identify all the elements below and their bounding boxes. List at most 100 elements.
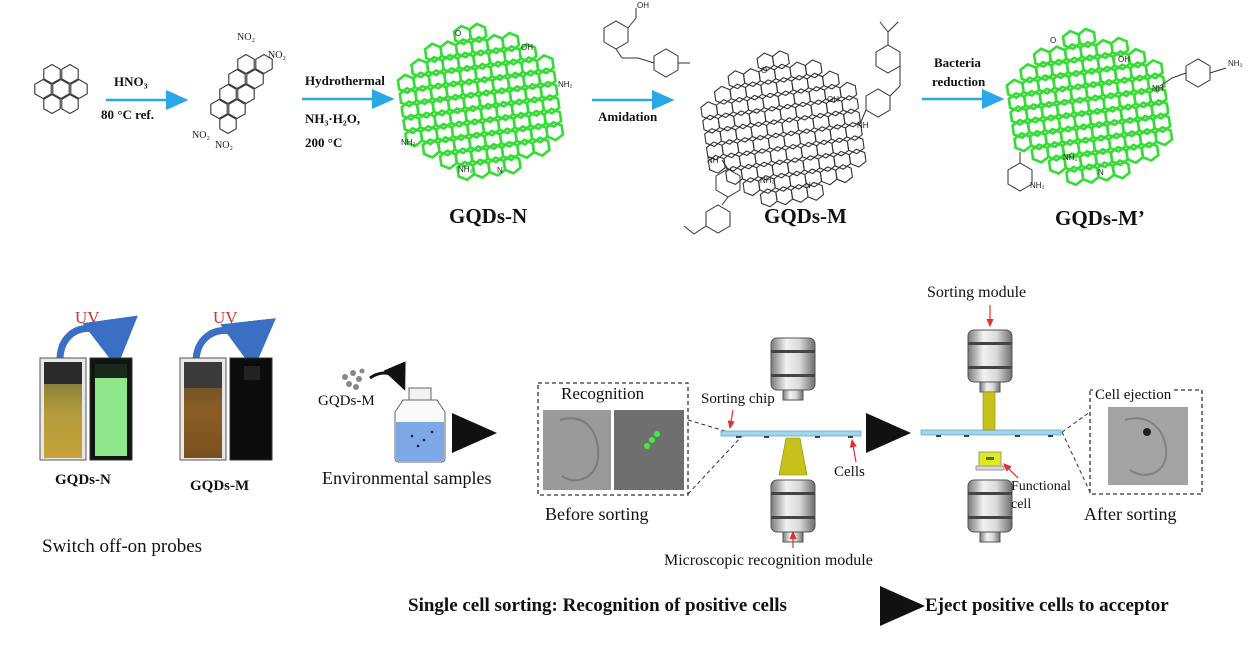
cell-outline xyxy=(1124,417,1168,476)
product-label: GQDs-N xyxy=(449,204,528,228)
ejection-image xyxy=(1108,407,1188,485)
objective-lens xyxy=(770,337,816,401)
objective-part xyxy=(979,381,1001,393)
brightfield-image xyxy=(543,410,611,490)
aromatic-ring xyxy=(43,63,61,85)
objective-part xyxy=(782,389,804,401)
cuvette-label: GQDs-M xyxy=(190,478,250,494)
hexagon-ring xyxy=(844,121,863,141)
zoom-line xyxy=(687,419,743,437)
sample-bottle xyxy=(394,387,446,463)
cuvette-gqds-m-uv xyxy=(229,357,273,461)
sorting-module-label: Sorting module xyxy=(927,284,1027,301)
nitro-label: NO₂ xyxy=(268,50,286,61)
gqds-m-structure xyxy=(700,50,867,208)
uv-label: UV xyxy=(213,308,238,327)
condition-method: Bacteria xyxy=(934,55,981,70)
aromatic-ring xyxy=(228,98,246,120)
illumination-beam xyxy=(778,437,808,476)
aromatic-ring xyxy=(237,83,255,105)
gqds-m-prime-structure xyxy=(1005,27,1174,187)
probes-caption: Switch off-on probes xyxy=(42,536,203,557)
objective-part xyxy=(771,350,815,353)
condition-temperature: 80 °C ref. xyxy=(101,107,154,122)
pointer xyxy=(727,409,735,430)
svg-text:N: N xyxy=(497,166,503,175)
chip-cells xyxy=(736,436,853,438)
hexagon-ring xyxy=(839,81,858,101)
dosing-arrow xyxy=(369,361,406,391)
fluorescent-cells xyxy=(644,431,660,449)
hexagon-ring xyxy=(1140,141,1160,163)
hexagon-ring xyxy=(771,50,790,70)
cells-label: Cells xyxy=(834,464,865,480)
dye-reagent xyxy=(603,8,690,78)
aromatic-ring xyxy=(255,53,273,75)
aromatic-ring xyxy=(210,98,228,120)
condition-reagent: NH₃·H₂O, xyxy=(305,111,361,126)
svg-text:O: O xyxy=(761,66,767,75)
hexagon-ring xyxy=(502,153,522,175)
hexagon-ring xyxy=(1151,112,1172,134)
hexagon-ring xyxy=(537,67,557,89)
pointer xyxy=(849,438,857,463)
uv-label: UV xyxy=(75,308,100,327)
objective-part xyxy=(968,516,1012,519)
before-sorting-label: Before sorting xyxy=(545,504,649,524)
functional-cell-label: Functional cell xyxy=(1011,479,1071,512)
svg-text:OH: OH xyxy=(637,1,649,10)
uv-arrow-m xyxy=(192,318,276,370)
condition-method: Amidation xyxy=(598,109,658,124)
gqds-particles xyxy=(342,368,365,390)
hexagon-ring xyxy=(531,136,551,158)
hexagon-ring xyxy=(843,108,861,128)
svg-text:NH₂: NH₂ xyxy=(401,138,416,147)
hexagon-ring xyxy=(1127,47,1147,69)
objective-part xyxy=(771,374,815,377)
sorting-chip xyxy=(720,430,862,437)
cuvette-gqds-n-uv xyxy=(89,357,133,461)
hexagon-ring xyxy=(804,59,823,79)
nitro-labels: NO₂ NO₂ NO₂ NO₂ xyxy=(192,32,286,151)
svg-text:NH₂: NH₂ xyxy=(1030,181,1045,190)
hexagon-ring xyxy=(518,42,538,64)
objective-part xyxy=(968,366,1012,369)
cuvette-gqds-n-visible xyxy=(39,357,87,461)
ejected-cell-droplet xyxy=(975,451,1005,471)
objective-part xyxy=(770,479,816,533)
cuvette-label: GQDs-N xyxy=(55,472,111,488)
svg-text:NH₂: NH₂ xyxy=(458,165,473,174)
hexagon-ring xyxy=(1144,58,1164,80)
objective-part xyxy=(979,531,1001,543)
hexagon-ring xyxy=(1146,72,1166,94)
hexagon-ring xyxy=(1150,98,1170,120)
hexagon-ring xyxy=(500,31,521,53)
aromatic-ring xyxy=(61,63,79,85)
svg-text:OH: OH xyxy=(1118,55,1130,64)
svg-text:NH₂: NH₂ xyxy=(760,176,775,185)
svg-text:O: O xyxy=(455,29,461,38)
aromatic-ring xyxy=(61,93,79,115)
aromatic-ring xyxy=(70,78,88,100)
ejection-hole xyxy=(1143,428,1151,436)
hexagon-ring xyxy=(535,53,555,75)
hexagon-ring xyxy=(846,135,865,155)
hexagon-ring xyxy=(542,107,563,129)
svg-text:O: O xyxy=(1050,36,1056,45)
hexagon-ring xyxy=(835,164,853,184)
hexagon-ring xyxy=(541,93,561,115)
aromatic-ring xyxy=(52,78,70,100)
hexagon-ring xyxy=(1111,158,1131,180)
uv-arrow-n xyxy=(56,315,138,368)
svg-text:OH: OH xyxy=(827,95,839,104)
environmental-samples-label: Environmental samples xyxy=(322,468,492,488)
svg-text:N: N xyxy=(805,181,811,190)
objective-part xyxy=(771,492,815,495)
cell-outline xyxy=(559,417,600,482)
chip-cells xyxy=(936,435,1053,437)
aromatic-ring xyxy=(219,113,237,135)
zoom-line xyxy=(687,435,743,495)
sorting-chip-label: Sorting chip xyxy=(701,391,775,407)
aromatic-ring xyxy=(43,93,61,115)
